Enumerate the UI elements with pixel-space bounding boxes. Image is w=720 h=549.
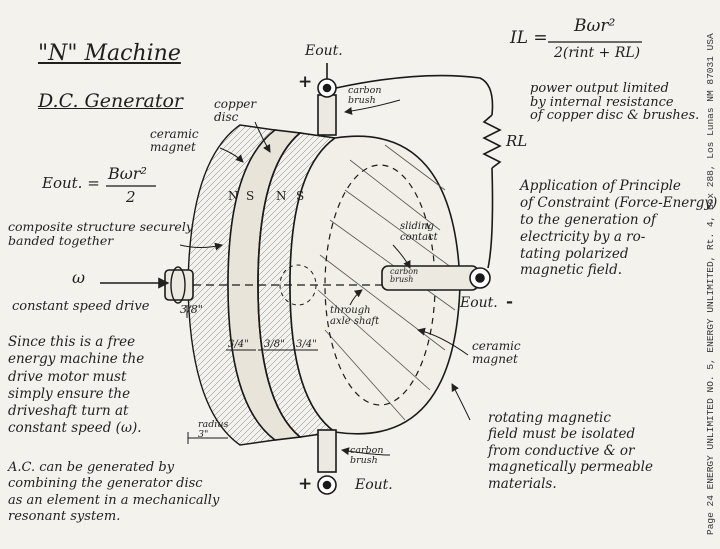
dimension-label-2: 3/8" (264, 339, 285, 350)
free-energy-line: Since this is a free (8, 334, 136, 350)
rotating-note-line: materials. (488, 475, 557, 492)
principle-note-line: to the generation of (520, 211, 657, 228)
ceramic-magnet-right-label: ceramic magnet (472, 339, 521, 366)
ac-note-line: A.C. can be generated by (8, 460, 175, 475)
resistor-zigzag (482, 114, 502, 169)
eout-top-label: Eout. (305, 43, 343, 59)
principle-note: Application of Principle of Constraint (… (520, 178, 717, 279)
rotating-note-line: magnetically permeable (488, 459, 653, 476)
drive-coupling (100, 266, 186, 304)
rotating-note-line: from conductive & or (488, 442, 635, 459)
principle-note-line: magnetic field. (520, 262, 623, 279)
dimension-label-1: 3/4" (228, 339, 249, 350)
formula-left-lhs: Eout. = (42, 174, 100, 192)
subtitle: D.C. Generator (38, 90, 184, 112)
power-note: power output limited by internal resista… (530, 82, 699, 123)
pole-s1-label: S (246, 189, 255, 203)
principle-note-line: tating polarized (520, 245, 629, 262)
plus-bottom-label: + (298, 474, 313, 494)
leader-lines (179, 99, 471, 456)
external-circuit (335, 74, 502, 269)
eout-bottom-label: Eout. (355, 477, 393, 493)
ac-note-line: resonant system. (8, 508, 121, 524)
free-energy-line: energy machine the (8, 351, 145, 368)
dimension-label-3: 3/4" (296, 339, 317, 350)
dimension-marks (186, 305, 318, 351)
minus-right-label: - (506, 292, 514, 312)
title: "N" Machine (38, 41, 181, 66)
top-brush (317, 63, 337, 136)
free-energy-line: drive motor must (8, 368, 127, 385)
pole-n2-label: N (276, 189, 287, 203)
principle-note-line: electricity by a ro- (520, 228, 646, 245)
plus-top-label: + (298, 72, 313, 92)
eout-right-label: Eout. (460, 295, 498, 311)
carbon-brush-top-label: carbon brush (348, 85, 382, 106)
formula-right-denominator: 2(rint + RL) (554, 45, 641, 61)
drive-shaft-label: through axle shaft (330, 305, 380, 327)
bottom-brush (317, 429, 337, 495)
pole-s2-label: S (296, 189, 305, 203)
power-note-line: of copper disc & brushes. (530, 108, 700, 124)
free-energy-line: constant speed (ω). (8, 420, 142, 437)
carbon-brush-bottom-label: carbon brush (350, 445, 384, 466)
rotating-note-line: field must be isolated (488, 426, 636, 443)
free-energy-note: Since this is a free energy machine the … (8, 334, 144, 438)
free-energy-line: driveshaft turn at (8, 403, 129, 420)
ceramic-magnet-top-label: ceramic magnet (150, 127, 199, 154)
copper-disc-label: copper disc (214, 97, 257, 124)
formula-left-numerator: Bωr² (108, 164, 147, 183)
ac-note: A.C. can be generated by combining the g… (8, 460, 219, 525)
formula-left-denominator: 2 (126, 188, 136, 206)
power-note-line: power output limited (530, 81, 669, 96)
page-side-caption: Page 24 ENERGY UNLIMITED NO. 5, ENERGY U… (705, 33, 716, 535)
ac-note-line: as an element in a mechanically (8, 492, 220, 508)
free-energy-line: simply ensure the (8, 385, 131, 402)
composite-label: composite structure securely banded toge… (8, 219, 193, 249)
omega-label: ω (72, 268, 86, 287)
rotating-note-line: rotating magnetic (488, 410, 611, 426)
constant-speed-label: constant speed drive (12, 299, 150, 314)
principle-note-line: Application of Principle (520, 178, 681, 194)
power-note-line: by internal resistance (530, 94, 674, 110)
rotating-field-note: rotating magnetic field must be isolated… (488, 410, 653, 492)
sliding-contact-label: sliding contact (400, 221, 438, 243)
fraction-bars (106, 41, 642, 187)
formula-right-numerator: Bωr² (574, 16, 616, 36)
ac-note-line: combining the generator disc (8, 476, 203, 492)
radius-label: radius 3" (198, 419, 229, 440)
carbon-brush-inner-label: carbon brush (390, 267, 419, 285)
principle-note-line: of Constraint (Force-Energy) (520, 194, 718, 211)
formula-right-lhs: IL = (510, 28, 548, 48)
pole-n1-label: N (228, 189, 239, 203)
shaft-size-label: 3/8" (180, 303, 203, 316)
resistor-label: RL (506, 132, 528, 150)
